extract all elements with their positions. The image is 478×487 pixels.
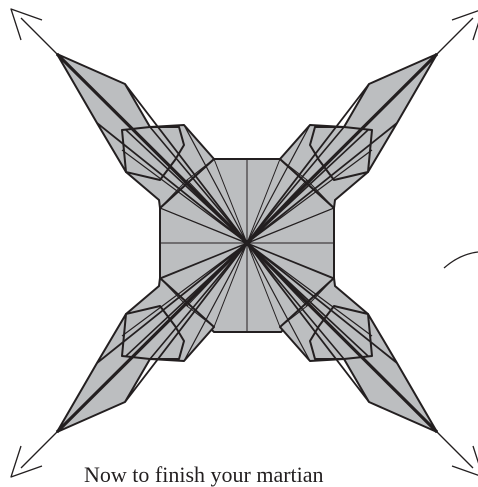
arm-top-left xyxy=(11,9,247,243)
caption-text: Now to finish your martian xyxy=(84,464,324,486)
center-point xyxy=(245,241,249,245)
arm-top-right xyxy=(247,9,478,243)
arm-bottom-right xyxy=(247,243,478,477)
arm-bottom-left xyxy=(11,243,247,477)
curve-mark xyxy=(444,252,478,268)
